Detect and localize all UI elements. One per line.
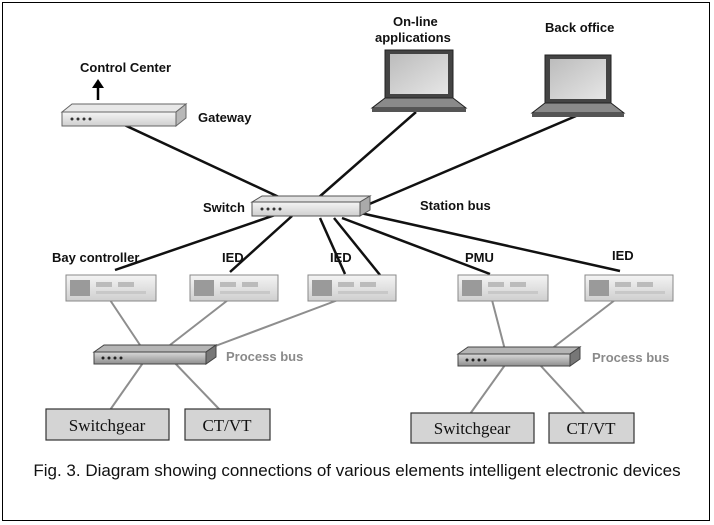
bay-controller-device: [65, 274, 157, 302]
gateway-device: [60, 102, 188, 128]
link-bay-pbus-left: [109, 299, 141, 346]
process-bus-left-label: Process bus: [226, 349, 303, 364]
link-ied2-pbus-left: [209, 299, 339, 349]
pmu-device: [457, 274, 549, 302]
pmu-label: PMU: [465, 250, 494, 265]
link-pmu-pbus-right: [491, 299, 506, 351]
link-switch-online-apps: [309, 111, 417, 206]
switch-label: Switch: [203, 200, 245, 215]
link-ied3-pbus-right: [549, 299, 616, 351]
ied-2-device: [307, 274, 397, 302]
switchgear-left-box: Switchgear: [45, 408, 170, 441]
ctvt-left-label: CT/VT: [202, 416, 252, 435]
link-switch-ied-1: [229, 215, 293, 273]
link-switch-bay-controller: [114, 212, 279, 272]
ied-1-device: [189, 274, 279, 302]
link-switch-pmu: [341, 216, 491, 276]
ctvt-right-label: CT/VT: [566, 419, 616, 438]
link-switch-ied-2: [318, 217, 347, 275]
control-center-label: Control Center: [80, 60, 171, 75]
link-switch-back-office: [359, 114, 577, 210]
ied-3-label: IED: [612, 248, 634, 263]
switchgear-right-label: Switchgear: [434, 419, 511, 438]
back-office-label: Back office: [545, 20, 614, 35]
link-pbus-switchgear-right: [469, 364, 506, 415]
link-ied1-pbus-left: [169, 299, 229, 346]
online-apps-label-line2: applications: [375, 30, 451, 45]
link-switch-ied-2b: [333, 217, 381, 276]
ied-1-label: IED: [222, 250, 244, 265]
online-apps-label-line1: On-line: [393, 14, 438, 29]
up-arrow-icon: [92, 79, 104, 100]
gateway-label: Gateway: [198, 110, 252, 125]
station-bus-label: Station bus: [420, 198, 491, 213]
figure-caption: Fig. 3. Diagram showing connections of v…: [33, 461, 681, 480]
switchgear-right-box: Switchgear: [410, 412, 535, 444]
ctvt-left-box: CT/VT: [184, 408, 271, 441]
ctvt-right-box: CT/VT: [548, 412, 635, 444]
bay-controller-label: Bay controller: [52, 250, 139, 265]
station-bus-links: [114, 111, 621, 276]
laptop-icon-online-apps: [370, 49, 468, 112]
link-pbus-switchgear-left: [109, 359, 146, 411]
laptop-icon-back-office: [530, 54, 626, 117]
link-gateway-switch: [117, 120, 297, 207]
station-switch-device: [250, 195, 372, 217]
process-switch-left: [92, 344, 218, 365]
link-pbus-ctvt-left: [171, 359, 221, 411]
process-switch-right: [456, 346, 582, 367]
ied-3-device: [584, 274, 674, 302]
process-bus-links: [109, 299, 616, 415]
link-pbus-ctvt-right: [539, 364, 586, 415]
ied-2-label: IED: [330, 250, 352, 265]
switchgear-left-label: Switchgear: [69, 416, 146, 435]
link-switch-ied-3: [355, 210, 621, 273]
process-bus-right-label: Process bus: [592, 350, 669, 365]
